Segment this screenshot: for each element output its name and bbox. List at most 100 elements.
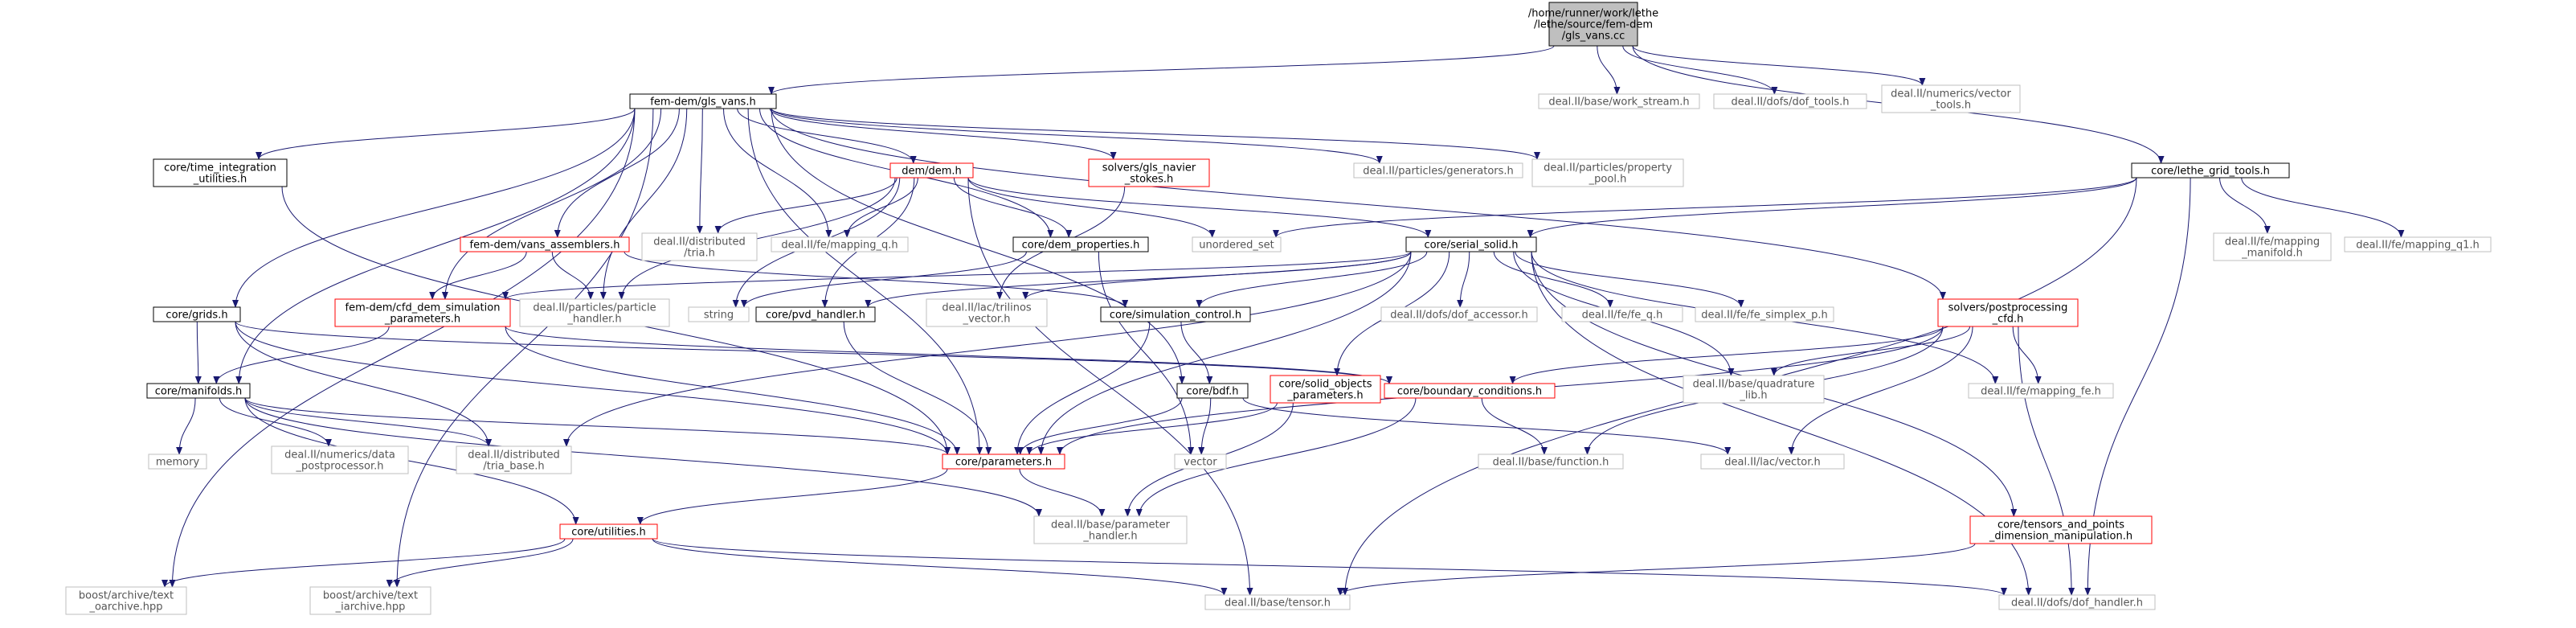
edge-manifolds_h-to-utilities_h [244, 397, 579, 525]
node-label: deal.II/fe/fe_q.h [1582, 310, 1663, 322]
node-box [1937, 298, 2079, 327]
node-lac-vector: deal.II/lac/vector.h [1700, 454, 1845, 470]
node-work-stream: deal.II/base/work_stream.h [1538, 93, 1700, 109]
node-unordered-set: unordered_set [1192, 236, 1282, 252]
node-label: core/parameters.h [955, 457, 1052, 469]
node-gls-vans-h[interactable]: fem-dem/gls_vans.h [629, 93, 777, 109]
node-box [1100, 306, 1251, 322]
edge-gls_vans_h-to-postprocessing_cfd [771, 108, 1946, 300]
node-label: /home/runner/work/lethe [1528, 8, 1658, 20]
node-box [926, 298, 1048, 327]
node-label: deal.II/base/function.h [1493, 457, 1609, 469]
node-simulation-control[interactable]: core/simulation_control.h [1100, 306, 1251, 322]
node-pvd-handler[interactable]: core/pvd_handler.h [755, 306, 876, 322]
node-label: deal.II/base/work_stream.h [1548, 96, 1689, 109]
node-box [1405, 236, 1537, 252]
edge-gls_vans_h-to-generators [771, 108, 1383, 164]
node-label: core/manifolds.h [155, 386, 243, 398]
node-bdf-h[interactable]: core/bdf.h [1176, 383, 1249, 399]
node-box [309, 586, 431, 615]
node-label: deal.II/fe/mapping_fe.h [1981, 386, 2101, 398]
node-label: deal.II/particles/particle [533, 302, 656, 314]
node-text-oarchive: boost/archive/text_oarchive.hpp [65, 586, 187, 615]
node-label: dem/dem.h [902, 166, 962, 178]
node-fe-q: deal.II/fe/fe_q.h [1561, 306, 1683, 322]
node-parameters-h[interactable]: core/parameters.h [942, 454, 1065, 470]
node-mapping-q: deal.II/fe/mapping_q.h [771, 236, 909, 252]
node-vans-assemblers[interactable]: fem-dem/vans_assemblers.h [460, 236, 630, 252]
node-vector-tools: deal.II/numerics/vector_tools.h [1881, 84, 2021, 113]
node-label: _parameters.h [384, 314, 460, 326]
node-label: deal.II/lac/vector.h [1724, 457, 1821, 469]
node-manifolds-h[interactable]: core/manifolds.h [146, 383, 251, 399]
node-solid-objects[interactable]: core/solid_objects_parameters.h [1270, 375, 1381, 404]
edge-cfd_dem_sim-to-manifolds_h [213, 326, 390, 384]
node-layer: /home/runner/work/lethe/lethe/source/fem… [65, 2, 2492, 615]
edge-gls_vans_h-to-dem_h [737, 108, 917, 164]
edge-serial_solid-to-cfd_dem_sim [502, 251, 1412, 300]
node-box [146, 383, 251, 399]
node-tensors-points[interactable]: core/tensors_and_points_dimension_manipu… [1969, 515, 2153, 544]
node-box [1561, 306, 1683, 322]
edge-gls_vans_h-to-text_oarchive [169, 108, 636, 588]
node-box [1478, 454, 1624, 470]
node-box [1088, 158, 1210, 187]
node-label: /lethe/source/fem-dem [1534, 19, 1653, 31]
node-trilinos-vector: deal.II/lac/trilinos_vector.h [926, 298, 1048, 327]
node-quadrature-lib: deal.II/base/quadrature_lib.h [1683, 375, 1825, 404]
edge-cfd_dem_sim-to-parameters_h [505, 326, 961, 455]
edge-gls_vans_h-to-mapping_q [723, 108, 832, 238]
edge-serial_solid-to-fe_q [1493, 251, 1613, 308]
node-parameter-handler: deal.II/base/parameter_handler.h [1033, 515, 1188, 544]
node-label: deal.II/numerics/vector [1891, 88, 2011, 101]
node-tria-base: deal.II/distributed/tria_base.h [456, 445, 572, 474]
node-label: _handler.h [1082, 531, 1137, 543]
node-box [942, 454, 1065, 470]
node-time-integration[interactable]: core/time_integration_utilities.h [153, 158, 288, 187]
node-label: _cfd.h [1992, 314, 2024, 326]
edge-boundary_conditions-to-base_function [1481, 397, 1548, 455]
node-serial-solid[interactable]: core/serial_solid.h [1405, 236, 1537, 252]
edge-parameters_h-to-parameter_handler [1019, 468, 1106, 517]
node-property-pool: deal.II/particles/property_pool.h [1531, 158, 1684, 187]
node-label: deal.II/base/tensor.h [1225, 597, 1331, 610]
edge-utilities_h-to-dof_handler [652, 538, 2007, 596]
node-label: _utilities.h [193, 174, 247, 186]
node-lethe-grid-tools[interactable]: core/lethe_grid_tools.h [2131, 162, 2290, 179]
edge-manifolds_h-to-data_postprocessor [219, 397, 332, 447]
edge-gls_vans_h-to-dist_tria [696, 108, 703, 234]
edge-root-to-gls_vans_h [768, 45, 1555, 95]
node-postprocessing-cfd[interactable]: solvers/postprocessing_cfd.h [1937, 298, 2079, 327]
node-fe-simplex-p: deal.II/fe/fe_simplex_p.h [1695, 306, 1834, 322]
node-root[interactable]: /home/runner/work/lethe/lethe/source/fem… [1528, 2, 1658, 47]
node-boundary-conditions[interactable]: core/boundary_conditions.h [1384, 383, 1556, 399]
node-label: _postprocessor.h [295, 461, 383, 473]
edge-vans_assemblers-to-simulation_control [624, 251, 1129, 308]
node-label: _dimension_manipulation.h [1989, 531, 2132, 543]
node-dem-h[interactable]: dem/dem.h [889, 162, 974, 179]
edge-bdf_h-to-parameters_h [1016, 397, 1183, 455]
edge-manifolds_h-to-parameters_h [244, 397, 951, 455]
node-utilities-h[interactable]: core/utilities.h [559, 523, 658, 540]
node-dem-properties[interactable]: core/dem_properties.h [1012, 236, 1149, 252]
edge-serial_solid-to-parameters_h [1037, 251, 1412, 455]
node-grids-h[interactable]: core/grids.h [153, 306, 241, 322]
node-label: core/serial_solid.h [1425, 240, 1519, 252]
edge-simulation_control-to-parameters_h [1014, 321, 1151, 455]
node-box [1176, 383, 1249, 399]
node-box [771, 236, 909, 252]
node-label: _parameters.h [1286, 390, 1363, 402]
edge-lethe_grid_tools-to-mapping_manifold [2219, 177, 2271, 234]
node-cfd-dem-sim[interactable]: fem-dem/cfd_dem_simulation_parameters.h [334, 298, 511, 327]
node-label: _tools.h [1930, 100, 1971, 112]
edge-vans_assemblers-to-particle_handler [551, 251, 595, 300]
node-dof-tools: deal.II/dofs/dof_tools.h [1713, 93, 1867, 109]
node-particle-handler: deal.II/particles/particle_handler.h [519, 298, 670, 327]
node-gls-navier[interactable]: solvers/gls_navier_stokes.h [1088, 158, 1210, 187]
node-box [629, 93, 777, 109]
node-box [2213, 232, 2332, 261]
node-label: deal.II/numerics/data [284, 449, 395, 462]
node-label: deal.II/dofs/dof_accessor.h [1390, 310, 1528, 322]
edge-postprocessing_cfd-to-dof_handler [2018, 326, 2075, 596]
node-label: core/boundary_conditions.h [1397, 386, 1542, 398]
